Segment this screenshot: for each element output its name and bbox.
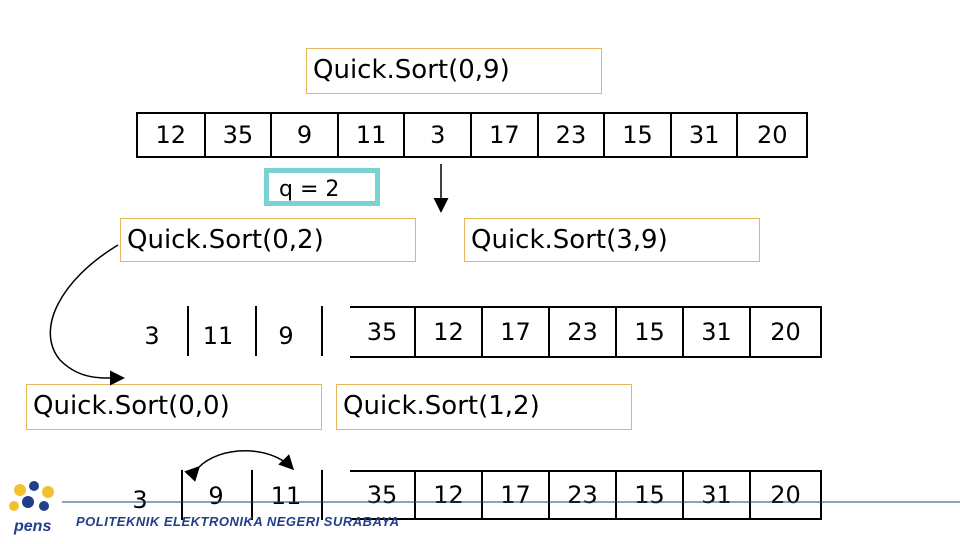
footer: [0, 490, 960, 540]
array-cell: 23: [539, 114, 606, 156]
array-cell: 11: [202, 322, 234, 350]
footer-decoration: [62, 501, 960, 503]
call-quicksort-left-right: Quick.Sort(1,2): [336, 384, 632, 430]
array-cell: 20: [770, 318, 801, 346]
array-cell: 3: [405, 114, 473, 156]
array-cell: 35: [350, 308, 416, 356]
pivot-label: q = 2: [264, 168, 380, 206]
call-label: Quick.Sort(0,9): [313, 55, 510, 85]
array-cell: 17: [472, 114, 539, 156]
array-cell: 17: [483, 472, 550, 518]
logo: pens: [4, 480, 62, 540]
swap-arrow: [184, 450, 295, 482]
array-cell: 11: [270, 482, 302, 510]
array-cell: 31: [684, 308, 751, 356]
array-cell: 31: [672, 114, 739, 156]
array-cell: 9: [272, 114, 339, 156]
call-quicksort-left-left: Quick.Sort(0,0): [26, 384, 322, 430]
array-cell: 23: [550, 472, 617, 518]
call-quicksort-root: Quick.Sort(0,9): [306, 48, 602, 94]
array-cell: 3: [132, 486, 148, 514]
call-label: Quick.Sort(3,9): [471, 225, 668, 255]
array-cell: 9: [278, 322, 294, 350]
pens-logo-icon: [9, 481, 54, 511]
array-cell: 31: [684, 472, 751, 518]
call-label: Quick.Sort(1,2): [343, 391, 540, 421]
call-quicksort-right: Quick.Sort(3,9): [464, 218, 760, 262]
array-cell: 35: [206, 114, 273, 156]
array-row-2-right: 35 12 17 23 15 31 20: [350, 306, 822, 358]
call-quicksort-left: Quick.Sort(0,2): [120, 218, 416, 262]
array-cell: 12: [416, 308, 483, 356]
array-cell: 17: [483, 308, 550, 356]
array-cell: 9: [208, 482, 224, 510]
logo-text: pens: [14, 518, 52, 535]
array-cell: 15: [617, 308, 684, 356]
array-cell: 12: [138, 114, 206, 156]
array-cell: 15: [605, 114, 672, 156]
call-label: Quick.Sort(0,0): [33, 391, 230, 421]
pivot-text: q = 2: [279, 177, 340, 202]
array-cell: 20: [770, 481, 801, 509]
array-row-1: 12 35 9 11 3 17 23 15 31 20: [136, 112, 808, 158]
array-cell: 12: [416, 472, 483, 518]
array-cell: 11: [339, 114, 406, 156]
array-cell: 15: [617, 472, 684, 518]
array-cell: 3: [144, 322, 160, 350]
array-cell: 20: [756, 121, 788, 149]
array-cell: 35: [350, 472, 416, 518]
array-row-3-right: 35 12 17 23 15 31 20: [350, 470, 822, 520]
institution-name: POLITEKNIK ELEKTRONIKA NEGERI SURABAYA: [76, 514, 400, 529]
array-cell: 23: [550, 308, 617, 356]
recursion-arrow: [49, 244, 125, 386]
call-label: Quick.Sort(0,2): [127, 225, 324, 255]
